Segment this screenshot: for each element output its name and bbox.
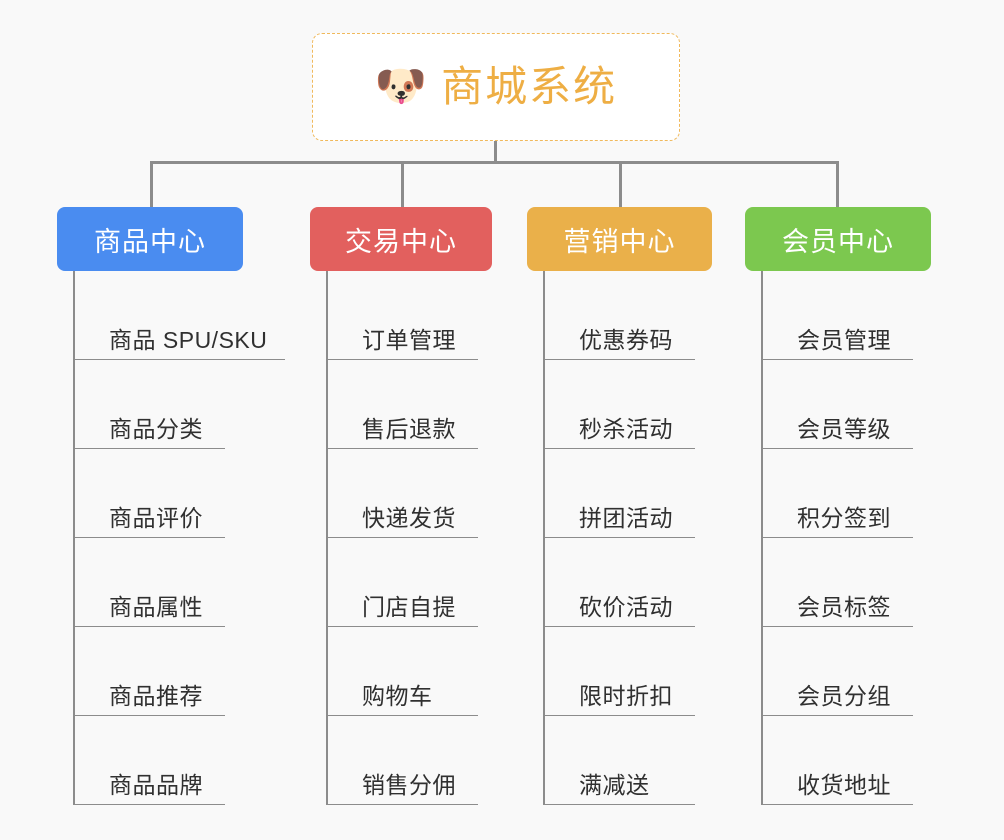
list-item-label: 购物车 xyxy=(362,682,433,709)
list-item-label: 会员标签 xyxy=(797,593,891,620)
root-node[interactable]: 🐶 商城系统 xyxy=(312,33,680,141)
category-header-member-center[interactable]: 会员中心 xyxy=(745,207,931,271)
list-item[interactable]: 商品推荐 xyxy=(75,627,225,716)
list-item-label: 优惠券码 xyxy=(579,326,673,353)
list-item-label: 门店自提 xyxy=(362,593,456,620)
shiba-dog-face-icon: 🐶 xyxy=(374,62,428,109)
branch-member-center: 会员中心 会员管理 会员等级 积分签到 会员标签 会员分组 收货地址 xyxy=(745,207,931,805)
list-item-label: 满减送 xyxy=(579,771,650,798)
leaf-list-member-center: 会员管理 会员等级 积分签到 会员标签 会员分组 收货地址 xyxy=(761,271,931,805)
connector-drop-member-center xyxy=(836,161,839,207)
category-header-trade-center[interactable]: 交易中心 xyxy=(310,207,492,271)
list-item[interactable]: 购物车 xyxy=(328,627,478,716)
list-item-label: 销售分佣 xyxy=(362,771,456,798)
connector-horizontal-bus xyxy=(150,161,838,164)
list-item-label: 收货地址 xyxy=(797,771,891,798)
list-item[interactable]: 拼团活动 xyxy=(545,449,695,538)
list-item[interactable]: 会员标签 xyxy=(763,538,913,627)
list-item[interactable]: 满减送 xyxy=(545,716,695,805)
list-item[interactable]: 门店自提 xyxy=(328,538,478,627)
branch-product-center: 商品中心 商品 SPU/SKU 商品分类 商品评价 商品属性 商品推荐 商品品牌 xyxy=(57,207,286,805)
root-title: 商城系统 xyxy=(441,63,618,110)
list-item-label: 商品分类 xyxy=(109,415,203,442)
list-item[interactable]: 商品评价 xyxy=(75,449,225,538)
list-item-label: 限时折扣 xyxy=(579,682,673,709)
category-header-marketing-center[interactable]: 营销中心 xyxy=(527,207,712,271)
category-header-product-center[interactable]: 商品中心 xyxy=(57,207,243,271)
list-item[interactable]: 积分签到 xyxy=(763,449,913,538)
list-item-label: 拼团活动 xyxy=(579,504,673,531)
connector-drop-trade-center xyxy=(401,161,404,207)
list-item[interactable]: 限时折扣 xyxy=(545,627,695,716)
list-item[interactable]: 快递发货 xyxy=(328,449,478,538)
leaf-list-trade-center: 订单管理 售后退款 快递发货 门店自提 购物车 销售分佣 xyxy=(326,271,492,805)
list-item[interactable]: 商品属性 xyxy=(75,538,225,627)
list-item-label: 会员管理 xyxy=(797,326,891,353)
list-item[interactable]: 收货地址 xyxy=(763,716,913,805)
list-item-label: 商品 SPU/SKU xyxy=(109,326,268,353)
branch-marketing-center: 营销中心 优惠券码 秒杀活动 拼团活动 砍价活动 限时折扣 满减送 xyxy=(527,207,712,805)
list-item-label: 商品品牌 xyxy=(109,771,203,798)
list-item-label: 订单管理 xyxy=(362,326,456,353)
list-item[interactable]: 商品分类 xyxy=(75,360,225,449)
list-item-label: 积分签到 xyxy=(797,504,891,531)
list-item[interactable]: 会员分组 xyxy=(763,627,913,716)
list-item[interactable]: 砍价活动 xyxy=(545,538,695,627)
list-item[interactable]: 销售分佣 xyxy=(328,716,478,805)
leaf-list-marketing-center: 优惠券码 秒杀活动 拼团活动 砍价活动 限时折扣 满减送 xyxy=(543,271,712,805)
connector-root-stem xyxy=(494,141,497,163)
list-item[interactable]: 商品品牌 xyxy=(75,716,225,805)
branch-trade-center: 交易中心 订单管理 售后退款 快递发货 门店自提 购物车 销售分佣 xyxy=(310,207,492,805)
list-item-label: 会员等级 xyxy=(797,415,891,442)
list-item[interactable]: 会员等级 xyxy=(763,360,913,449)
list-item-label: 商品评价 xyxy=(109,504,203,531)
connector-drop-marketing-center xyxy=(619,161,622,207)
list-item[interactable]: 会员管理 xyxy=(763,271,913,360)
list-item-label: 快递发货 xyxy=(362,504,456,531)
leaf-list-product-center: 商品 SPU/SKU 商品分类 商品评价 商品属性 商品推荐 商品品牌 xyxy=(73,271,286,805)
connector-drop-product-center xyxy=(150,161,153,207)
list-item[interactable]: 秒杀活动 xyxy=(545,360,695,449)
list-item-label: 秒杀活动 xyxy=(579,415,673,442)
list-item[interactable]: 优惠券码 xyxy=(545,271,695,360)
list-item-label: 商品属性 xyxy=(109,593,203,620)
list-item[interactable]: 商品 SPU/SKU xyxy=(75,271,286,360)
list-item-label: 砍价活动 xyxy=(579,593,673,620)
list-item[interactable]: 订单管理 xyxy=(328,271,478,360)
list-item-label: 售后退款 xyxy=(362,415,456,442)
list-item[interactable]: 售后退款 xyxy=(328,360,478,449)
list-item-label: 商品推荐 xyxy=(109,682,203,709)
list-item-label: 会员分组 xyxy=(797,682,891,709)
